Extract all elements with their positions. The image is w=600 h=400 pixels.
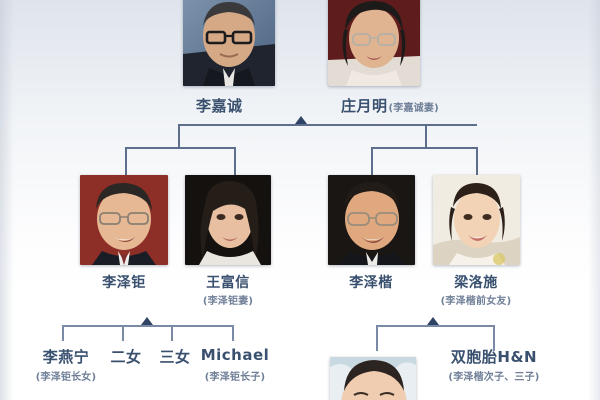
photo-wang-fuxin: [185, 175, 271, 265]
name-chong-yuet-ming: 庄月明: [341, 97, 388, 115]
connector-gen1-right-drop: [425, 124, 427, 149]
photo-isabella-leong-image: [433, 175, 520, 265]
connector-gen1-main-bar: [178, 124, 477, 126]
relation-li-yanning: (李泽钜长女): [35, 372, 97, 383]
name-second-daughter: 二女: [110, 348, 142, 366]
connector-gen2-drop-liang-luoshi: [476, 147, 478, 175]
relation-michael: (李泽钜长子): [204, 372, 266, 383]
relation-wang-fuxin: (李泽钜妻): [202, 296, 254, 307]
marriage-marker-gen2-left: [141, 317, 153, 325]
connector-gen2-left-bar: [125, 147, 236, 149]
photo-wang-fuxin-image: [185, 175, 271, 265]
photo-richard-li: [328, 175, 415, 265]
photo-victor-li: [80, 175, 168, 265]
name-twins-hn: 双胞胎H&N: [450, 348, 538, 366]
connector-gen2-drop-wang-fuxin: [234, 147, 236, 175]
connector-gen3-drop-third-daughter: [171, 325, 173, 341]
name-li-yanning: 李燕宁: [42, 348, 90, 366]
connector-gen2-drop-lize-ju: [125, 147, 127, 175]
name-third-daughter: 三女: [159, 348, 191, 366]
photo-eldest-grandson: [330, 357, 416, 400]
connector-gen3-drop-li-yanning: [62, 325, 64, 341]
relation-liang-luo-shi: (李泽楷前女友): [440, 296, 512, 307]
marriage-marker-gen1: [295, 116, 307, 124]
label-chong-yuet-ming: 庄月明 (李嘉诚妻): [341, 95, 439, 116]
photo-chong-yuet-ming: [328, 0, 420, 86]
name-michael: Michael: [200, 346, 270, 364]
photo-victor-li-image: [80, 175, 168, 265]
photo-li-ka-shing-image: [183, 0, 275, 86]
marriage-marker-gen2-right: [427, 317, 439, 325]
connector-gen3-left-bar: [62, 325, 234, 327]
name-wang-fuxin: 王富信: [206, 275, 250, 291]
connector-gen2-right-bar: [371, 147, 478, 149]
photo-li-ka-shing: [183, 0, 275, 86]
name-li-ka-shing: 李嘉诚: [196, 97, 243, 115]
relation-chong-yuet-ming: (李嘉诚妻): [388, 103, 439, 114]
photo-eldest-grandson-image: [330, 357, 416, 400]
connector-gen2-drop-lize-kai: [371, 147, 373, 175]
name-liang-luo-shi: 梁洛施: [454, 275, 498, 291]
connector-gen3-right-bar: [376, 325, 495, 327]
connector-gen3-drop-eldest-son: [376, 325, 378, 351]
photo-richard-li-image: [328, 175, 415, 265]
name-li-ze-ju: 李泽钜: [102, 275, 146, 291]
connector-gen3-drop-second-daughter: [122, 325, 124, 341]
name-li-ze-kai: 李泽楷: [349, 275, 393, 291]
connector-gen1-left-drop: [178, 124, 180, 149]
connector-gen3-drop-michael: [232, 325, 234, 341]
relation-twins-hn: (李泽楷次子、三子): [448, 372, 540, 383]
photo-isabella-leong: [433, 175, 520, 265]
photo-chong-yuet-ming-image: [328, 0, 420, 86]
